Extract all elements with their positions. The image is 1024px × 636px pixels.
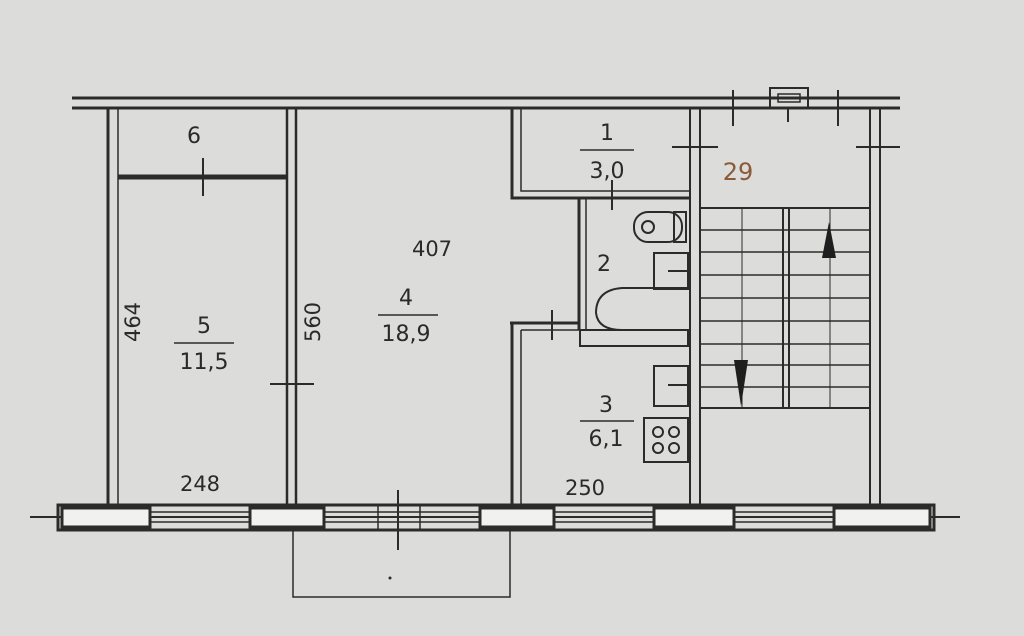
fixtures	[594, 211, 689, 463]
dimensions: 407 464 560 248 250	[121, 237, 605, 500]
window	[60, 506, 152, 529]
stove-icon	[643, 417, 689, 463]
bottom-wall	[30, 490, 960, 550]
room-4-area: 18,9	[382, 322, 431, 347]
room-2-number: 2	[597, 252, 611, 277]
arrow-down-icon	[734, 360, 748, 406]
room-1-area: 3,0	[590, 159, 625, 184]
toilet-icon	[633, 211, 683, 243]
window	[248, 506, 326, 529]
room-4-number: 4	[399, 286, 413, 311]
partition-5-4	[270, 108, 314, 505]
room-5-area: 11,5	[180, 350, 229, 375]
window	[652, 506, 736, 529]
staircase	[699, 87, 900, 505]
dimension-560: 560	[301, 302, 325, 342]
top-wall	[72, 96, 900, 110]
bathtub-icon	[594, 287, 688, 331]
arrow-up-icon	[822, 222, 836, 258]
room-3-area: 6,1	[589, 427, 624, 452]
dimension-250: 250	[565, 476, 605, 500]
apartment-number: 29	[723, 158, 754, 186]
dimension-248: 248	[180, 472, 220, 496]
labels: 1 3,0 2 3 6,1 4 18,9 5 11,5 6 29	[174, 121, 753, 452]
dimension-407: 407	[412, 237, 452, 261]
room-6-number: 6	[187, 124, 201, 149]
room-2-walls	[510, 198, 689, 347]
dimension-464: 464	[121, 302, 145, 342]
room-1-number: 1	[600, 121, 614, 146]
window	[478, 506, 556, 529]
room-3-walls	[510, 323, 522, 505]
room-1-walls	[510, 108, 690, 210]
room-3-number: 3	[599, 393, 613, 418]
room-5-walls	[106, 108, 287, 505]
balcony	[292, 530, 511, 598]
room-5-number: 5	[197, 314, 211, 339]
window	[832, 506, 932, 529]
